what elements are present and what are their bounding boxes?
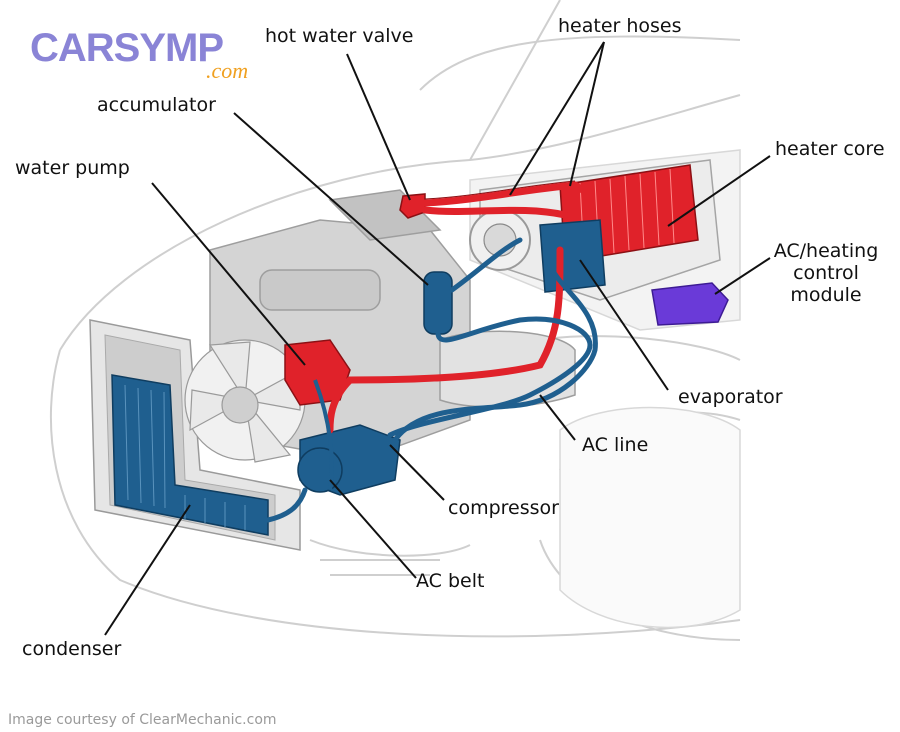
label-hot-water-valve: hot water valve [265,25,414,47]
carsymp-logo: CARSYMP .com [30,26,248,83]
label-heater-core: heater core [775,138,885,160]
label-module-line-3: module [790,284,862,306]
heater-hose-outline [424,180,576,200]
label-accumulator: accumulator [97,94,216,116]
label-condenser: condenser [22,638,122,660]
label-module-line-2: control [793,262,859,284]
control-module [651,282,729,326]
label-ac-belt: AC belt [416,570,485,592]
compressor [297,424,401,496]
water-pump [284,339,351,406]
ac-line-paths [265,237,598,523]
image-credit: Image courtesy of ClearMechanic.com [8,712,277,728]
logo-main-text: CARSYMP [30,26,224,70]
label-evaporator: evaporator [678,386,783,408]
label-module-line-1: AC/heating [773,240,879,262]
heater-hose-lines [326,181,594,434]
heater-core-fins [579,168,675,259]
label-water-pump: water pump [15,157,130,179]
label-ac-line: AC line [582,434,649,456]
logo-sub-text: .com [206,58,249,83]
condenser [111,374,269,536]
label-compressor: compressor [448,497,559,519]
hot-water-valve [399,193,426,219]
label-heater-hoses: heater hoses [558,15,682,37]
accumulator [423,271,453,335]
label-ac-heating-control-module: AC/heating control module [770,240,882,306]
leader-lines [104,41,771,636]
condenser-fins [124,384,246,530]
